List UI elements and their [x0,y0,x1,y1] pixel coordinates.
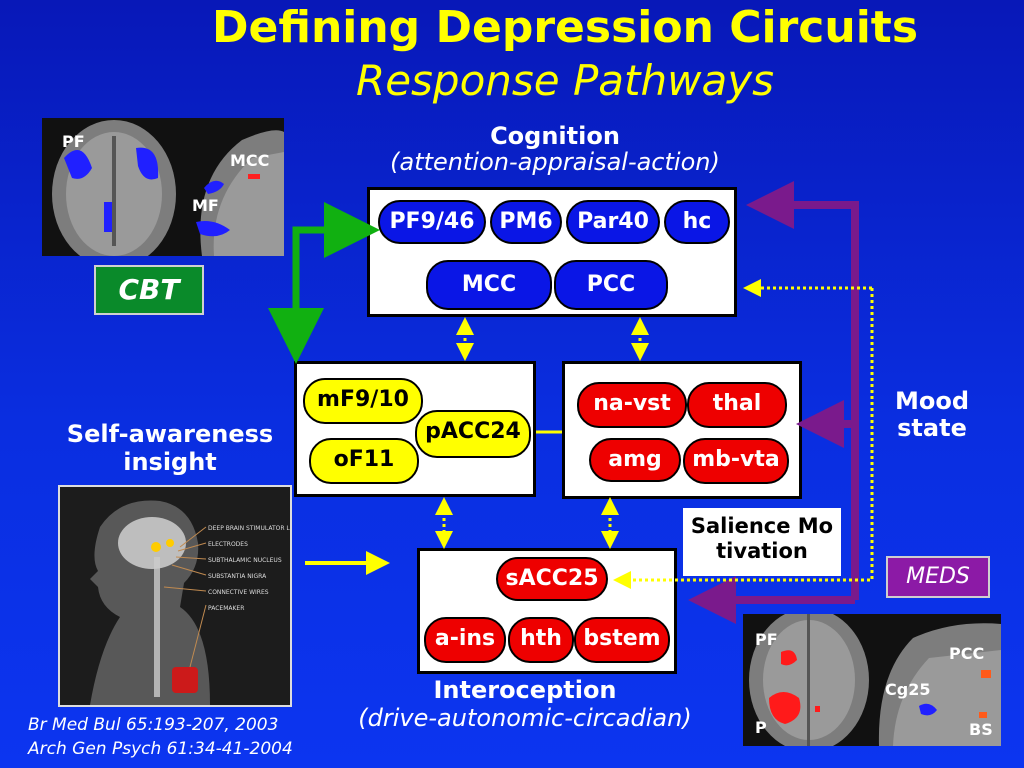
brain-label-p: P [755,718,767,737]
cbt-label: CBT [118,273,180,306]
dbs-label-subthalamic: SUBTHALAMIC NUCLEUS [208,557,282,564]
dbs-label-lead: DEEP BRAIN STIMULATOR LEAD [208,525,290,532]
node-sacc25: sACC25 [496,557,608,601]
cognition-subheading: (attention-appraisal-action) [390,148,720,176]
limbic-right-box: na-vst thal amg mb-vta [562,361,802,499]
node-mb-vta: mb-vta [683,438,789,484]
node-amg: amg [589,438,681,482]
node-pm6: PM6 [490,200,562,244]
node-pf9-46: PF9/46 [378,200,486,244]
cognition-heading: Cognition [490,122,620,150]
node-hc: hc [664,200,730,244]
self-awareness-label: Self-awareness insight [66,420,274,476]
page-title: Defining Depression Circuits [211,2,919,53]
dbs-label-pacemaker: PACEMAKER [208,605,245,612]
cbt-arrow [292,202,380,328]
dbs-label-list: DEEP BRAIN STIMULATOR LEAD ELECTRODES SU… [208,521,290,617]
reference-1: Br Med Bul 65:193-207, 2003 [28,715,279,735]
meds-label: MEDS [906,564,970,589]
brain-label-bs: BS [969,720,993,739]
node-na-vst: na-vst [577,382,687,428]
node-of11: oF11 [309,438,419,484]
dbs-figure-image [60,487,290,705]
limbic-left-box: mF9/10 pACC24 oF11 [294,361,536,497]
node-mcc: MCC [426,260,552,310]
salience-label: Salience Motivation [690,514,834,563]
brain-label-mcc: MCC [230,151,270,170]
reference-2: Arch Gen Psych 61:34-41-2004 [28,739,293,759]
cognition-box: PF9/46 PM6 Par40 hc MCC PCC [367,187,737,317]
brain-label-cg25: Cg25 [885,680,931,699]
node-a-ins: a-ins [424,617,506,663]
dbs-label-substantia: SUBSTANTIA NIGRA [208,573,267,580]
meds-box: MEDS [886,556,990,598]
brain-label-pf-bottom: PF [755,630,778,649]
node-thal: thal [687,382,787,428]
cbt-box: CBT [94,265,204,315]
brain-scan-top-left: PF MCC MF [42,118,284,256]
dbs-label-electrodes: ELECTRODES [208,541,248,548]
interoception-box: sACC25 a-ins hth bstem [417,548,677,674]
interoception-subheading: (drive-autonomic-circadian) [358,704,692,732]
mood-state-label: Mood state [894,387,970,442]
node-pacc24: pACC24 [415,410,531,458]
brain-label-pcc: PCC [949,644,985,663]
node-bstem: bstem [574,617,670,663]
brain-scan-top-image [42,118,284,256]
interoception-heading: Interoception [433,676,617,704]
node-pcc: PCC [554,260,668,310]
dbs-illustration: DEEP BRAIN STIMULATOR LEAD ELECTRODES SU… [58,485,292,707]
brain-label-mf: MF [192,196,219,215]
node-hth: hth [508,617,574,663]
node-mf9-10: mF9/10 [303,378,423,424]
brain-scan-bottom-image [743,614,1001,746]
node-par40: Par40 [566,200,660,244]
dbs-label-wires: CONNECTIVE WIRES [208,589,269,596]
salience-box: Salience Motivation [683,508,841,576]
page-subtitle: Response Pathways [356,56,774,105]
brain-label-pf: PF [62,132,85,151]
brain-scan-bottom-right: PF P PCC Cg25 BS [743,614,1001,746]
